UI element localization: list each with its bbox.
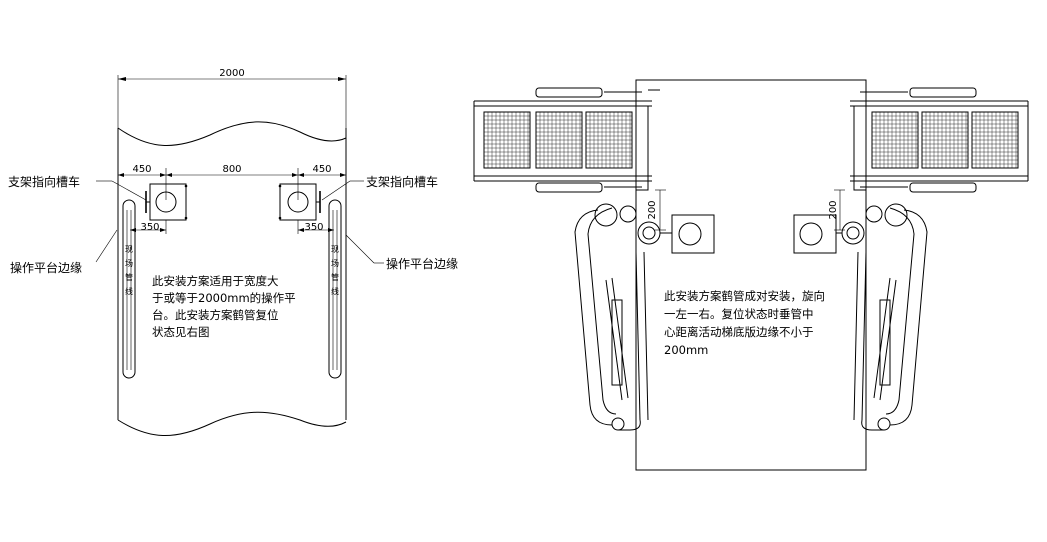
left-riser-bracket bbox=[145, 183, 188, 221]
dim-450-right-text: 450 bbox=[312, 164, 331, 175]
left-ladder-grid bbox=[484, 112, 632, 168]
dimension-2000: 2000 bbox=[117, 68, 347, 128]
right-loading-arm bbox=[853, 203, 928, 431]
right-riser-right-view bbox=[793, 214, 865, 254]
label-bracket-left: 支架指向槽车 bbox=[8, 174, 80, 189]
left-view-note: 此安装方案适用于宽度大 于或等于2000mm的操作平 台。此安装方案鹤管复位 状… bbox=[152, 274, 296, 339]
dim-200-right-text: 200 bbox=[828, 200, 839, 219]
dimension-200-left: 200 bbox=[647, 189, 666, 231]
svg-text:此安装方案适用于宽度大: 此安装方案适用于宽度大 bbox=[152, 274, 279, 288]
right-view-platform bbox=[635, 79, 867, 471]
label-bracket-right-leader bbox=[321, 180, 364, 201]
dim-2000-text: 2000 bbox=[219, 68, 244, 79]
label-edge-left-leader bbox=[95, 229, 118, 263]
dim-350-right-text: 350 bbox=[304, 222, 323, 233]
left-pipe-rail bbox=[122, 199, 136, 379]
dimension-350-right: 350 bbox=[297, 220, 334, 234]
svg-text:200mm: 200mm bbox=[664, 343, 708, 357]
svg-text:线: 线 bbox=[331, 286, 339, 296]
rail-text-right: 现 场 管 线 bbox=[331, 245, 339, 296]
svg-text:于或等于2000mm的操作平: 于或等于2000mm的操作平 bbox=[152, 291, 296, 305]
right-pipe-rail bbox=[328, 199, 342, 379]
label-edge-right: 操作平台边缘 bbox=[386, 256, 458, 271]
right-riser-bracket bbox=[278, 183, 321, 221]
dim-800-text: 800 bbox=[222, 164, 241, 175]
label-edge-right-leader bbox=[345, 234, 384, 264]
rail-text-left: 现 场 管 线 bbox=[125, 245, 133, 296]
svg-text:管: 管 bbox=[331, 272, 339, 282]
left-loading-arm bbox=[574, 203, 649, 431]
svg-text:场: 场 bbox=[125, 259, 133, 268]
svg-text:场: 场 bbox=[331, 259, 339, 268]
svg-text:此安装方案鹤管成对安装，旋向: 此安装方案鹤管成对安装，旋向 bbox=[664, 289, 825, 303]
label-bracket-right: 支架指向槽车 bbox=[366, 174, 438, 189]
label-bracket-left-leader bbox=[96, 180, 147, 201]
svg-text:一左一右。复位状态时垂管中: 一左一右。复位状态时垂管中 bbox=[664, 307, 814, 321]
svg-text:状态见右图: 状态见右图 bbox=[152, 325, 210, 339]
svg-text:管: 管 bbox=[125, 272, 133, 282]
svg-text:台。此安装方案鹤管复位: 台。此安装方案鹤管复位 bbox=[152, 308, 279, 322]
svg-text:心距离活动梯底版边缘不小于: 心距离活动梯底版边缘不小于 bbox=[664, 325, 814, 339]
dimension-chain-top: 450 800 450 bbox=[117, 164, 347, 200]
dim-450-left-text: 450 bbox=[132, 164, 151, 175]
left-riser-right-view bbox=[637, 214, 715, 254]
svg-text:线: 线 bbox=[125, 286, 133, 296]
label-edge-left: 操作平台边缘 bbox=[10, 260, 82, 275]
right-view-note: 此安装方案鹤管成对安装，旋向 一左一右。复位状态时垂管中 心距离活动梯底版边缘不… bbox=[664, 289, 825, 357]
dim-350-left-text: 350 bbox=[140, 222, 159, 233]
svg-text:现: 现 bbox=[125, 245, 133, 254]
dim-200-left-text: 200 bbox=[647, 200, 658, 219]
right-ladder-grid bbox=[872, 112, 1018, 168]
svg-text:现: 现 bbox=[331, 245, 339, 254]
